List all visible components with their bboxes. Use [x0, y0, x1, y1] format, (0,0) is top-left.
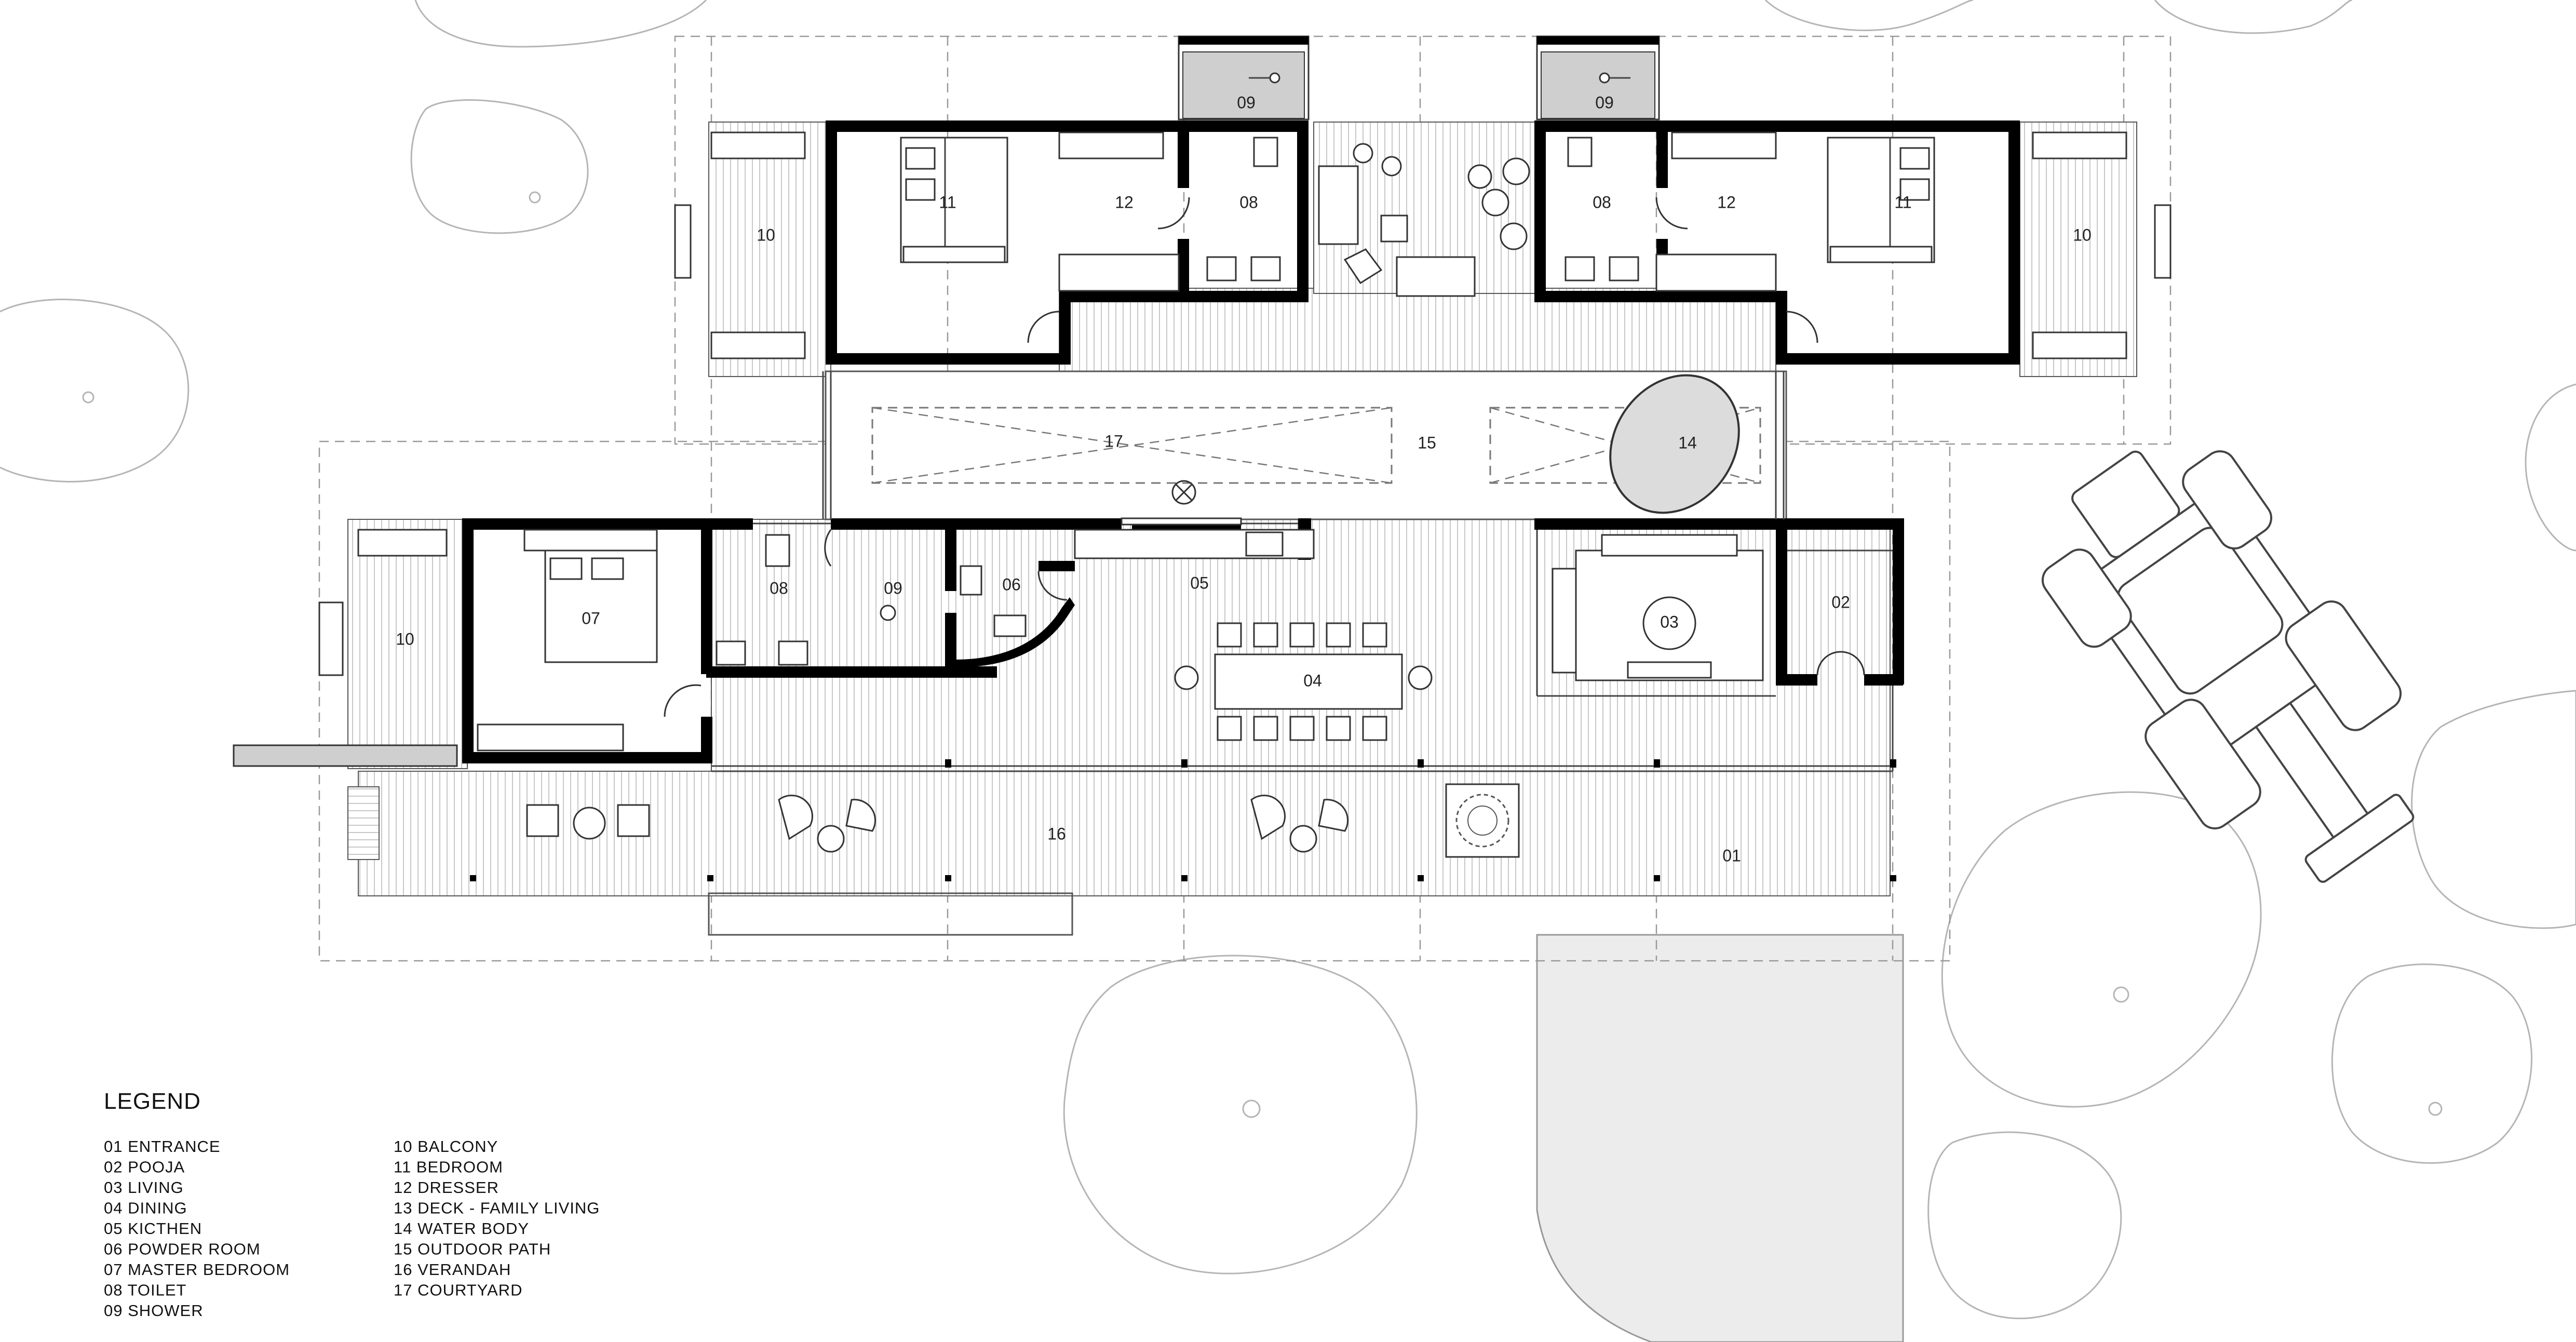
room-label-bedroom-right: 11: [1894, 193, 1911, 211]
legend-item: 11 BEDROOM: [394, 1158, 503, 1176]
room-label-verandah: 16: [1047, 824, 1066, 843]
room-label-shower-master: 09: [884, 579, 902, 597]
room-label-dresser-right: 12: [1717, 193, 1736, 211]
room-label-bedroom-left: 11: [939, 193, 956, 211]
glazing: [711, 371, 1894, 772]
room-label-powder-room: 06: [1002, 575, 1021, 594]
room-label-entrance: 01: [1722, 846, 1741, 865]
room-label-toilet-left: 08: [1239, 193, 1258, 211]
courtyard: [825, 370, 1787, 520]
legend-item: 15 OUTDOOR PATH: [394, 1240, 551, 1258]
legend-item: 17 COURTYARD: [394, 1281, 523, 1299]
legend-title: LEGEND: [104, 1089, 201, 1114]
room-label-toilet-right: 08: [1593, 193, 1611, 211]
columns: [470, 759, 1896, 881]
legend-item: 16 VERANDAH: [394, 1260, 511, 1279]
legend-item: 13 DECK - FAMILY LIVING: [394, 1199, 600, 1217]
room-label-living: 03: [1660, 612, 1679, 631]
legend-item: 03 LIVING: [104, 1178, 184, 1197]
legend-item: 10 BALCONY: [394, 1137, 498, 1156]
room-label-master-bedroom: 07: [582, 609, 600, 627]
legend-item: 09 SHOWER: [104, 1301, 204, 1320]
tractor-illustration: [2041, 450, 2415, 883]
room-labels: 01 02 03 04 05 06 07 08 08 08 09 09 09 1…: [396, 93, 2092, 865]
room-label-balcony-master: 10: [396, 629, 414, 648]
legend-item: 12 DRESSER: [394, 1178, 499, 1197]
water-body: [1609, 374, 1740, 514]
room-label-shower-right: 09: [1595, 93, 1614, 112]
walls: [462, 120, 2020, 763]
legend-item: 05 KICTHEN: [104, 1219, 202, 1238]
room-label-courtyard: 17: [1104, 432, 1123, 450]
room-label-water-body: 14: [1678, 433, 1697, 452]
furniture: [318, 131, 2172, 858]
room-label-dresser-left: 12: [1115, 193, 1134, 211]
room-label-shower-left: 09: [1237, 93, 1256, 112]
legend: LEGEND 01 ENTRANCE 02 POOJA 03 LIVING 04 DI…: [104, 1089, 600, 1320]
legend-item: 14 WATER BODY: [394, 1219, 529, 1238]
room-label-pooja: 02: [1831, 593, 1850, 611]
room-label-balcony-left: 10: [757, 225, 775, 244]
room-label-toilet-master: 08: [770, 579, 788, 597]
room-label-kitchen: 05: [1190, 573, 1209, 592]
legend-item: 02 POOJA: [104, 1158, 185, 1176]
room-label-balcony-right: 10: [2073, 225, 2092, 244]
legend-item: 08 TOILET: [104, 1281, 187, 1299]
legend-item: 01 ENTRANCE: [104, 1137, 221, 1156]
legend-item: 07 MASTER BEDROOM: [104, 1260, 290, 1279]
doors: [664, 197, 1865, 717]
room-label-dining: 04: [1303, 671, 1322, 690]
legend-item: 04 DINING: [104, 1199, 187, 1217]
legend-column-1: 01 ENTRANCE 02 POOJA 03 LIVING 04 DINING 05 …: [104, 1137, 290, 1320]
legend-column-2: 10 BALCONY 11 BEDROOM 12 DRESSER 13 DECK - …: [394, 1137, 600, 1299]
legend-item: 06 POWDER ROOM: [104, 1240, 261, 1258]
driveway: [1536, 934, 1904, 1342]
shower-boxes: [1178, 35, 1660, 120]
room-label-outdoor-path: 15: [1418, 433, 1436, 452]
